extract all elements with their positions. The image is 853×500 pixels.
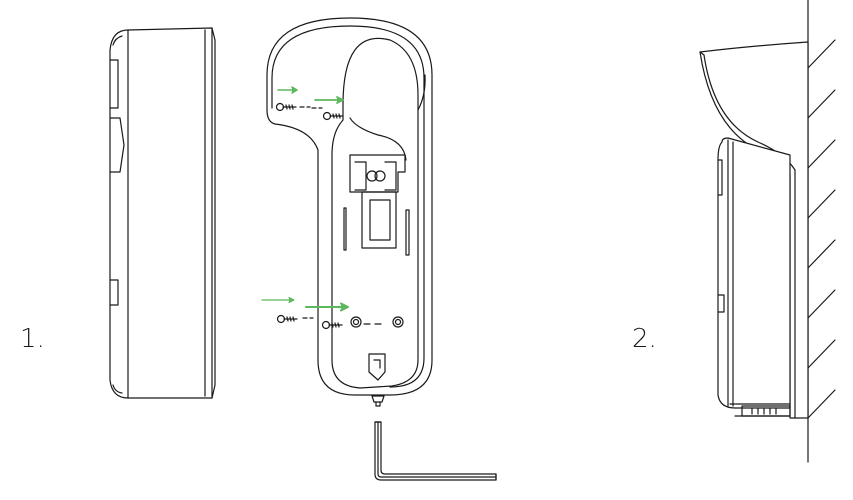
- screw-icon: [322, 111, 344, 121]
- doorbell-side-icon: [109, 27, 216, 399]
- step-2-label: 2.: [632, 324, 657, 354]
- step-1-label: 1.: [20, 324, 45, 354]
- arrow-right-icon: [277, 86, 298, 94]
- screw-icon: [276, 314, 298, 324]
- arrow-right-icon: [305, 302, 349, 312]
- screw-icon: [321, 320, 343, 330]
- arrow-right-icon: [261, 296, 295, 304]
- hex-key-icon: [374, 421, 497, 481]
- doorbell-mounted-icon: [699, 41, 809, 419]
- screw-icon: [275, 102, 311, 112]
- wall-icon: [807, 0, 836, 463]
- arrow-right-icon: [314, 96, 344, 104]
- bracket-back-icon: [266, 17, 433, 407]
